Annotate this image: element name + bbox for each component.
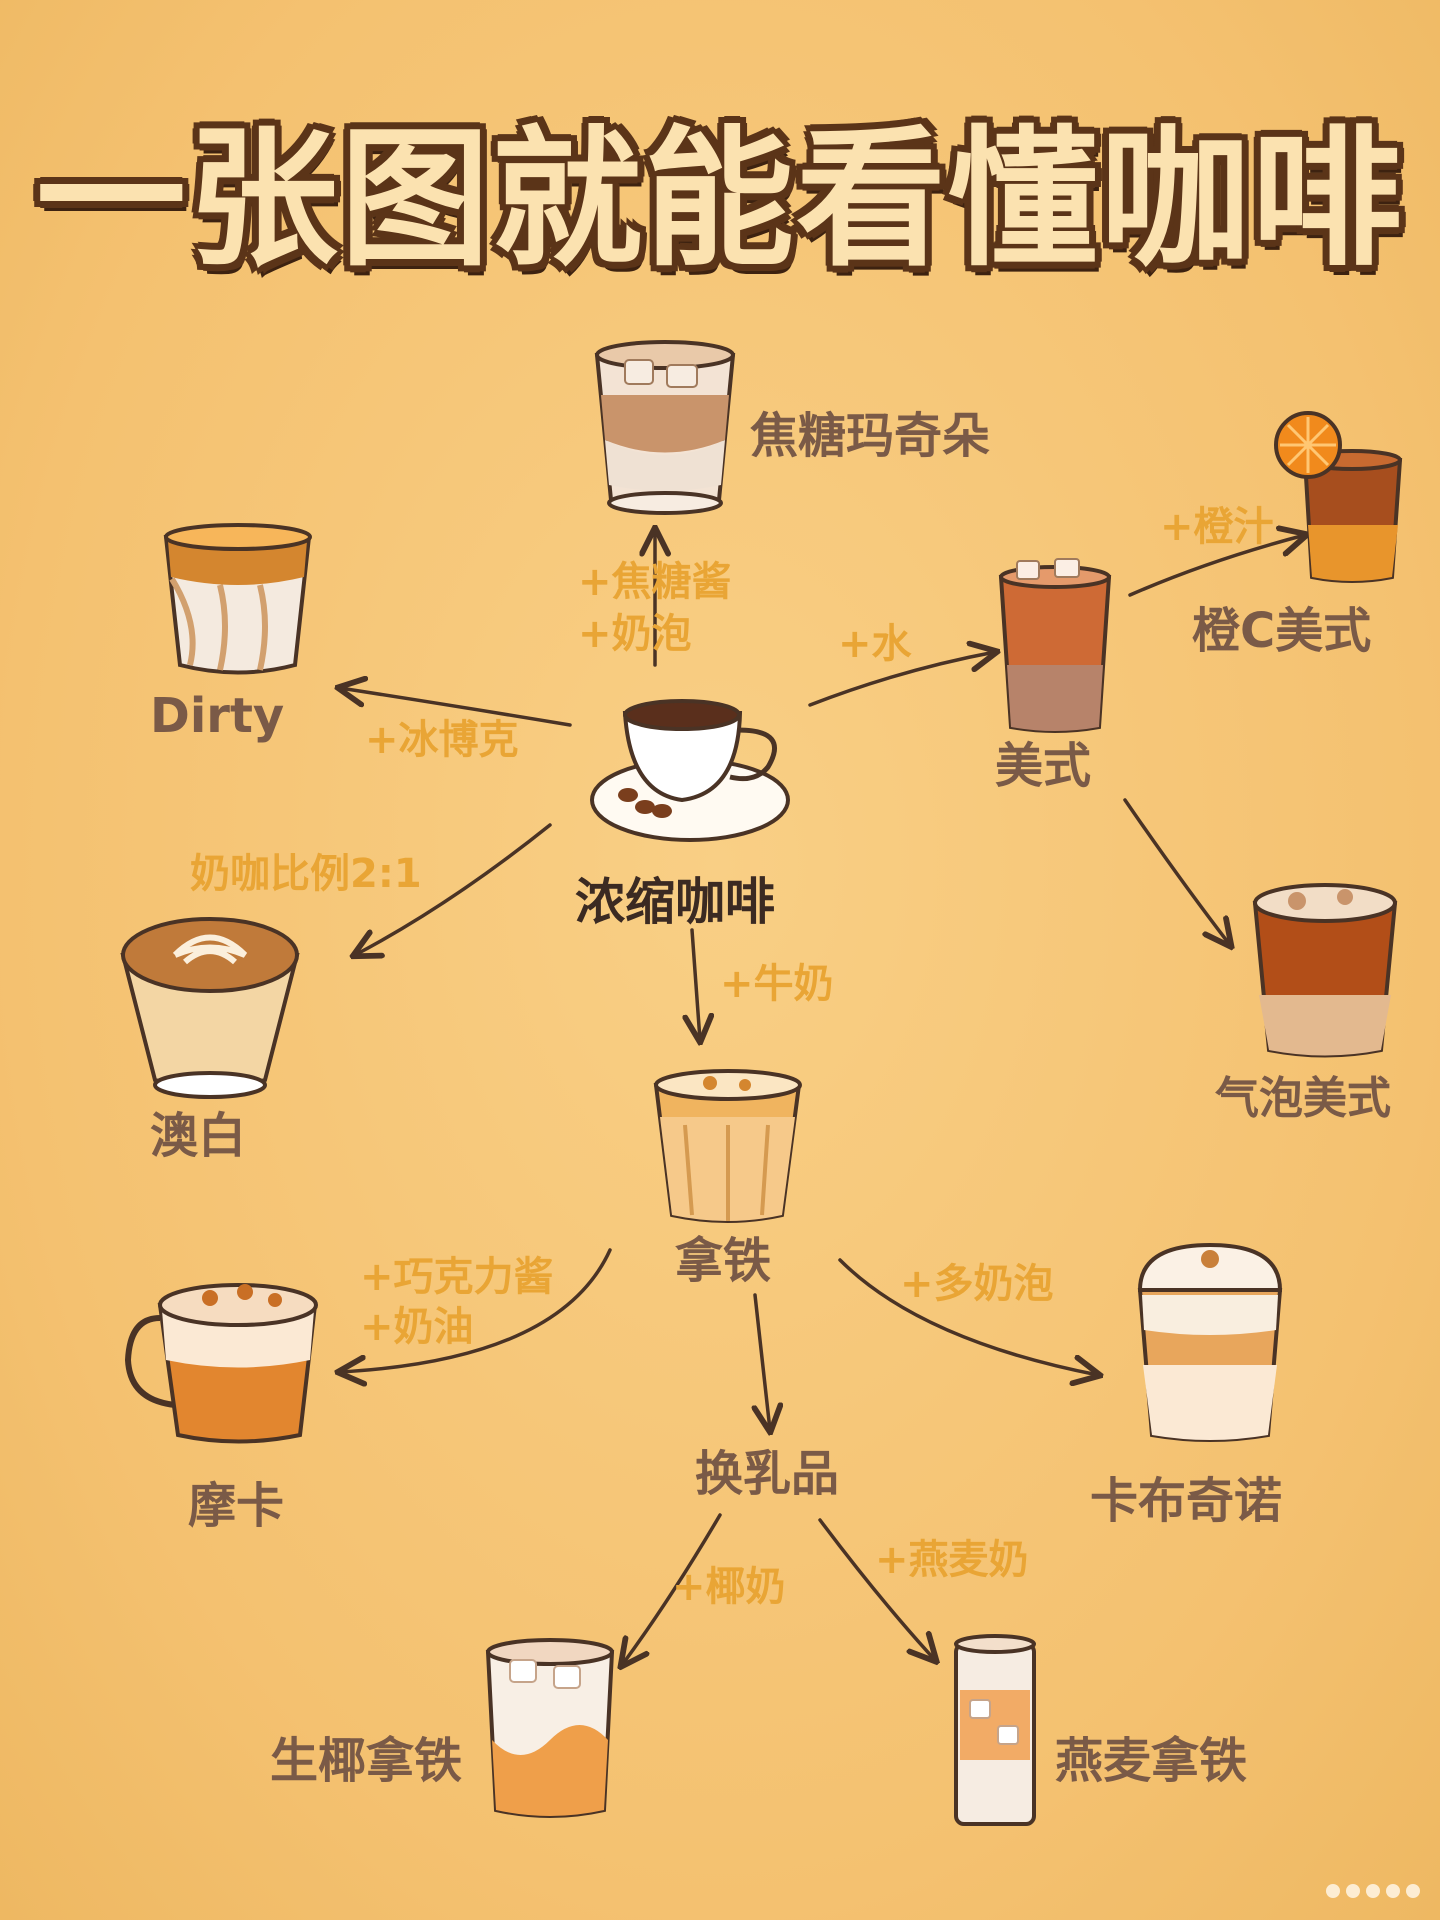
mocha-icon [124,1283,318,1444]
arrow-americano-to-orange [1128,535,1305,597]
edge-oat-milk: +燕麦奶 [875,1537,1029,1583]
orange-americano-icon [1274,411,1403,583]
edge-chocolate-sauce: +巧克力酱 [360,1254,554,1300]
page-dot [1346,1884,1360,1898]
arrow-latte-to-swap [755,1293,770,1430]
arrow-latte-to-cappuccino [838,1258,1098,1375]
edge-coconut-milk: +椰奶 [672,1564,786,1610]
node-espresso: 浓缩咖啡 [575,873,775,931]
sparkling-americano-icon [1252,883,1398,1058]
oat-latte-icon [954,1634,1036,1826]
page-title: 一张图就能看懂咖啡 [35,113,1404,287]
edge-water: +水 [838,621,912,667]
arrow-swap-to-coconut [622,1513,722,1665]
edge-more-foam: +多奶泡 [900,1261,1054,1307]
node-oat-latte: 燕麦拿铁 [1055,1733,1248,1789]
arrow-espresso-to-latte [692,928,700,1040]
page-dot [1406,1884,1420,1898]
page-dot [1386,1884,1400,1898]
cappuccino-icon [1137,1242,1283,1442]
arrow-espresso-to-dirty [340,688,572,727]
node-flat-white: 澳白 [150,1108,247,1164]
arrow-americano-to-sparkling [1123,798,1230,945]
page-dot [1326,1884,1340,1898]
edge-ice-ball: +冰博克 [365,717,519,763]
node-sparkling-americano: 气泡美式 [1215,1073,1391,1124]
edge-milk-foam: +奶泡 [578,611,692,657]
arrow-espresso-to-americano [808,652,995,707]
node-coconut-latte: 生椰拿铁 [270,1733,463,1789]
americano-icon [998,558,1112,733]
node-americano: 美式 [995,738,1092,794]
arrow-swap-to-oat [818,1518,935,1660]
latte-icon [653,1069,802,1223]
node-dirty: Dirty [150,688,285,744]
node-mocha: 摩卡 [188,1478,285,1534]
pagination-dots [1326,1884,1420,1898]
edge-milk-ratio: 奶咖比例2:1 [190,851,422,897]
dirty-coffee-icon [163,523,312,675]
edge-orange-juice: +橙汁 [1160,504,1274,550]
edge-milk: +牛奶 [720,961,834,1007]
arrow-latte-to-mocha [340,1248,612,1372]
node-caramel-macchiato: 焦糖玛奇朵 [750,408,991,464]
espresso-cup-icon [590,699,790,842]
node-latte: 拿铁 [675,1233,772,1289]
flat-white-icon [120,917,300,1099]
coconut-latte-icon [485,1638,615,1818]
edge-cream: +奶油 [360,1304,474,1350]
node-orange-americano: 橙C美式 [1192,603,1372,659]
arrow-espresso-to-flatwhite [355,823,552,955]
edge-caramel-sauce: +焦糖酱 [578,559,732,605]
caramel-macchiato-icon [594,340,736,515]
node-cappuccino: 卡布奇诺 [1090,1473,1283,1529]
node-swap-milk: 换乳品 [695,1446,840,1502]
page-dot [1366,1884,1380,1898]
